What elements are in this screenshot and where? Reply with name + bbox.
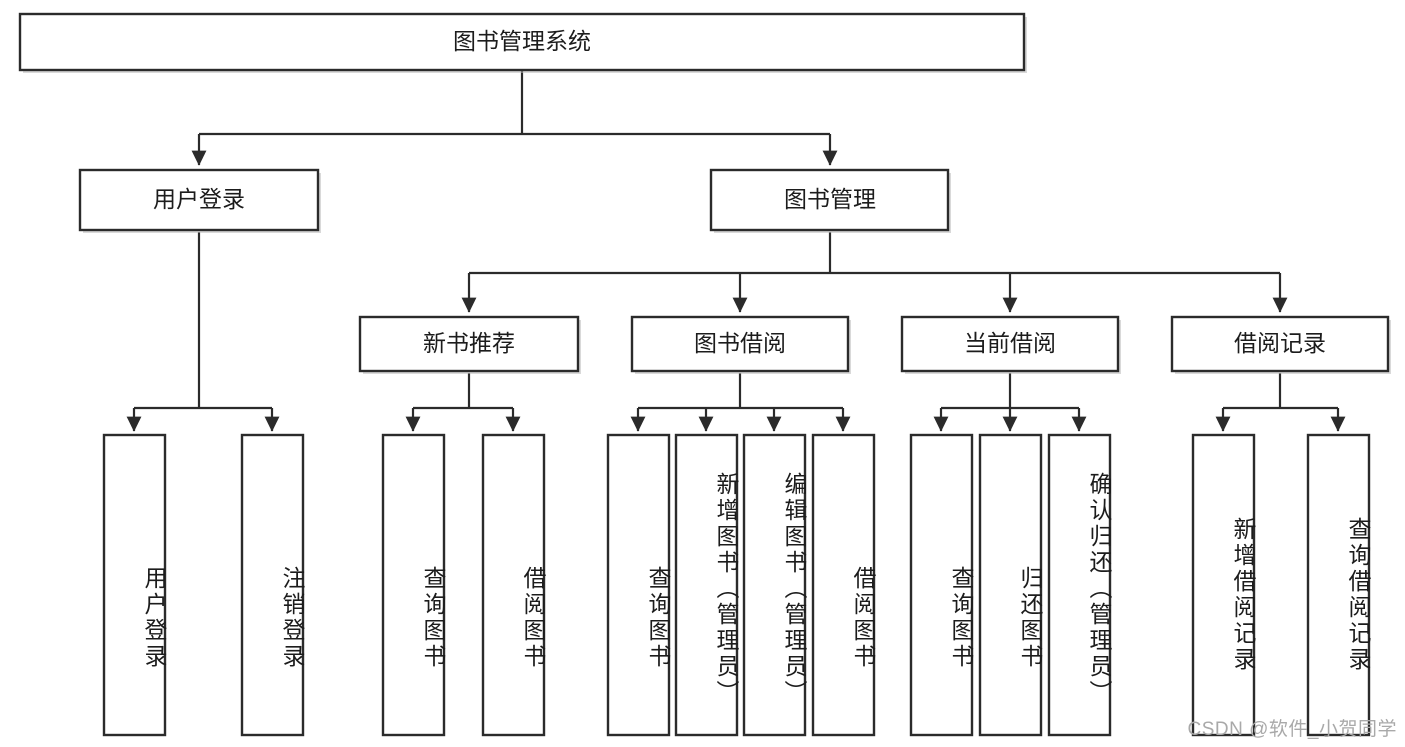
node-new-book-recommend-label: 新书推荐 <box>423 330 515 356</box>
leaf-box-borrow-book-1[interactable] <box>481 433 546 737</box>
node-book-manage-label: 图书管理 <box>784 186 876 212</box>
node-root-label: 图书管理系统 <box>453 28 591 54</box>
node-book-borrow[interactable]: 图书借阅 <box>630 315 851 374</box>
connector-newbook-to-leaves <box>405 373 521 432</box>
leaf-box-user-logout[interactable] <box>240 433 305 737</box>
connector-bookmanage-to-level3 <box>461 232 1288 313</box>
leaf-box-user-login[interactable] <box>102 433 167 737</box>
leaf-box-add-book[interactable] <box>674 433 739 737</box>
connector-root-to-level2 <box>191 70 838 166</box>
connector-borrowrecord-to-leaves <box>1215 373 1346 432</box>
leaf-box-borrow-book-2[interactable] <box>811 433 876 737</box>
connector-userlogin-to-leaves <box>126 232 280 432</box>
leaf-box-query-book-1[interactable] <box>381 433 446 737</box>
leaf-boxes <box>102 433 1371 737</box>
leaf-box-query-record[interactable] <box>1306 433 1371 737</box>
leaf-box-query-book-3[interactable] <box>909 433 974 737</box>
node-book-borrow-label: 图书借阅 <box>694 330 786 356</box>
node-book-manage[interactable]: 图书管理 <box>709 168 951 233</box>
connector-bookborrow-to-leaves <box>630 373 851 432</box>
leaf-box-add-record[interactable] <box>1191 433 1256 737</box>
node-user-login[interactable]: 用户登录 <box>78 168 321 233</box>
leaf-box-query-book-2[interactable] <box>606 433 671 737</box>
node-root[interactable]: 图书管理系统 <box>18 12 1027 73</box>
node-new-book-recommend[interactable]: 新书推荐 <box>358 315 581 374</box>
leaf-box-edit-book[interactable] <box>742 433 807 737</box>
node-borrow-record-label: 借阅记录 <box>1234 330 1326 356</box>
leaf-box-confirm-return[interactable] <box>1047 433 1112 737</box>
node-current-borrow[interactable]: 当前借阅 <box>900 315 1121 374</box>
leaf-box-return-book[interactable] <box>978 433 1043 737</box>
connector-currentborrow-to-leaves <box>933 373 1087 432</box>
node-user-login-label: 用户登录 <box>153 186 245 212</box>
node-current-borrow-label: 当前借阅 <box>964 330 1056 356</box>
csdn-watermark: CSDN @软件_小贺同学 <box>1187 719 1397 740</box>
node-borrow-record[interactable]: 借阅记录 <box>1170 315 1391 374</box>
